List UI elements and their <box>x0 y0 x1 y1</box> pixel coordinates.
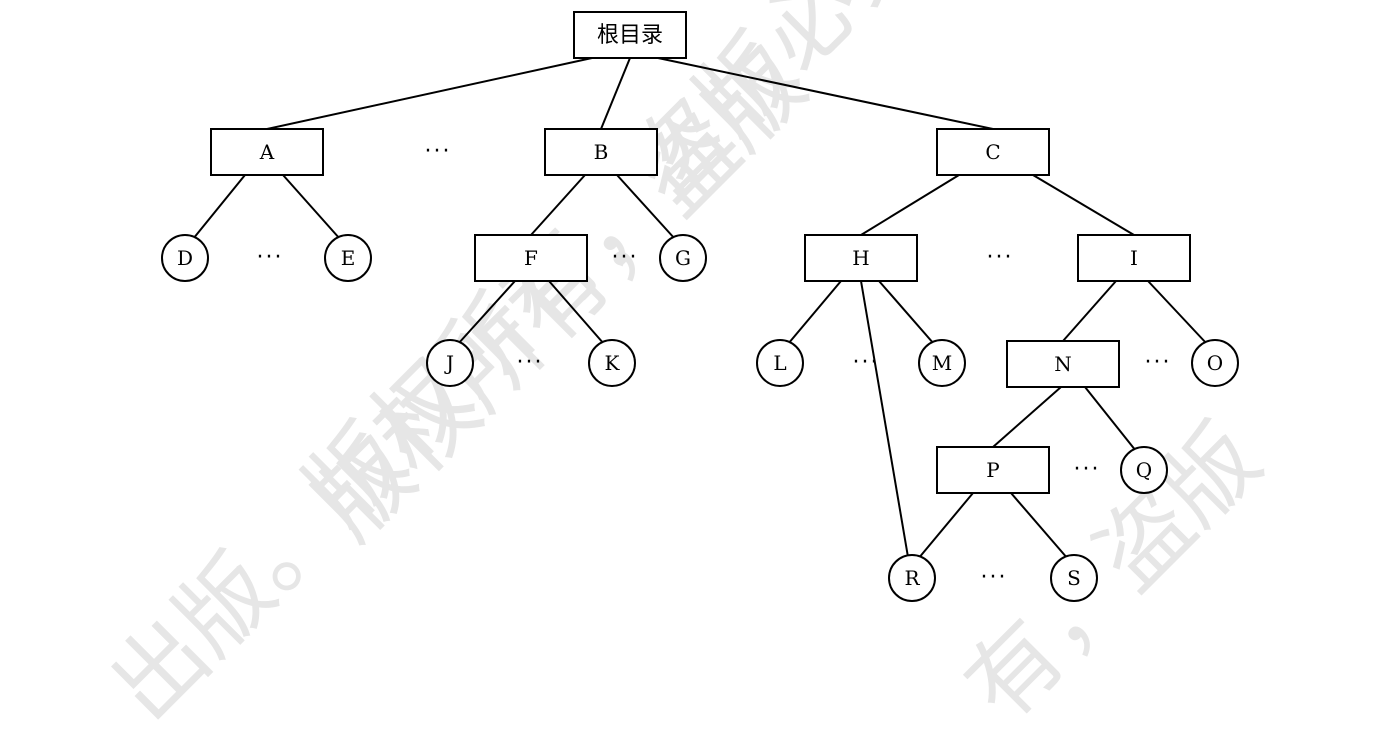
ellipsis-9: ··· <box>981 565 1008 590</box>
node-label-a: A <box>259 140 275 164</box>
edge-n-q <box>1084 386 1137 452</box>
node-circle-m <box>918 339 966 387</box>
ellipsis-2: ··· <box>257 245 284 270</box>
edge-a-d <box>192 174 246 240</box>
node-c: C <box>936 128 1050 176</box>
node-label-r: R <box>904 566 920 590</box>
node-a: A <box>210 128 324 176</box>
node-box-h <box>804 234 918 282</box>
edge-root-c <box>657 57 994 130</box>
ellipsis-7: ··· <box>1145 350 1172 375</box>
node-label-p: P <box>986 458 999 482</box>
node-box-f <box>474 234 588 282</box>
edge-p-r <box>917 492 974 560</box>
edge-f-j <box>457 280 516 345</box>
node-m: M <box>918 339 966 387</box>
node-label-n: N <box>1054 352 1072 376</box>
ellipsis-6: ··· <box>853 350 880 375</box>
edge-b-f <box>530 174 586 236</box>
edge-h-r <box>860 280 909 558</box>
node-circle-d <box>161 234 209 282</box>
node-label-q: Q <box>1136 458 1152 482</box>
node-i: I <box>1077 234 1191 282</box>
node-circle-l <box>756 339 804 387</box>
node-label-k: K <box>605 351 621 375</box>
ellipsis-3: ··· <box>612 245 639 270</box>
node-circle-q <box>1120 446 1168 494</box>
node-label-e: E <box>341 246 356 270</box>
node-label-f: F <box>524 246 538 270</box>
node-circle-j <box>426 339 474 387</box>
edge-b-g <box>616 174 676 240</box>
node-d: D <box>161 234 209 282</box>
node-circle-k <box>588 339 636 387</box>
edge-a-e <box>282 174 341 240</box>
edge-f-k <box>548 280 605 345</box>
edge-c-h <box>860 174 960 236</box>
node-s: S <box>1050 554 1098 602</box>
node-label-m: M <box>932 351 952 375</box>
node-label-d: D <box>177 246 193 270</box>
node-b: B <box>544 128 658 176</box>
node-box-c <box>936 128 1050 176</box>
nodes-layer: 根目录 A B C D E F G H I J K L M N O P Q R S <box>161 11 1239 602</box>
node-box-i <box>1077 234 1191 282</box>
node-label-s: S <box>1067 566 1081 590</box>
node-label-l: L <box>773 351 786 375</box>
node-label-c: C <box>985 140 1000 164</box>
edge-i-o <box>1147 280 1208 345</box>
node-box-b <box>544 128 658 176</box>
node-n: N <box>1006 340 1120 388</box>
node-f: F <box>474 234 588 282</box>
node-circle-s <box>1050 554 1098 602</box>
edge-h-l <box>787 280 842 345</box>
edge-p-s <box>1010 492 1069 560</box>
node-label-o: O <box>1207 351 1223 375</box>
ellipsis-4: ··· <box>987 245 1014 270</box>
node-label-j: J <box>444 351 454 375</box>
node-l: L <box>756 339 804 387</box>
ellipsis-5: ··· <box>517 350 544 375</box>
node-box-n <box>1006 340 1120 388</box>
ellipsis-8: ··· <box>1074 457 1101 482</box>
node-circle-g <box>659 234 707 282</box>
edge-root-b <box>600 57 631 130</box>
node-o: O <box>1191 339 1239 387</box>
node-circle-e <box>324 234 372 282</box>
node-box-p <box>936 446 1050 494</box>
node-label-root: 根目录 <box>597 23 663 48</box>
edge-n-p <box>992 386 1062 448</box>
node-label-h: H <box>852 246 869 270</box>
ellipsis-1: ··· <box>425 139 452 164</box>
node-label-b: B <box>594 140 609 164</box>
node-root: 根目录 <box>573 11 687 59</box>
node-box-root <box>573 11 687 59</box>
node-label-g: G <box>675 246 691 270</box>
node-circle-r <box>888 554 936 602</box>
node-q: Q <box>1120 446 1168 494</box>
edge-i-n <box>1062 280 1117 342</box>
node-box-a <box>210 128 324 176</box>
edge-c-i <box>1032 174 1135 236</box>
node-j: J <box>426 339 474 387</box>
edges-layer <box>192 57 1208 560</box>
node-r: R <box>888 554 936 602</box>
ellipses-layer: ··· ··· ··· ··· ··· ··· ··· ··· ··· <box>257 139 1172 590</box>
node-p: P <box>936 446 1050 494</box>
node-g: G <box>659 234 707 282</box>
edge-h-m <box>878 280 935 345</box>
edge-root-a <box>266 57 593 130</box>
node-k: K <box>588 339 636 387</box>
node-circle-o <box>1191 339 1239 387</box>
node-label-i: I <box>1130 246 1138 270</box>
node-e: E <box>324 234 372 282</box>
node-h: H <box>804 234 918 282</box>
